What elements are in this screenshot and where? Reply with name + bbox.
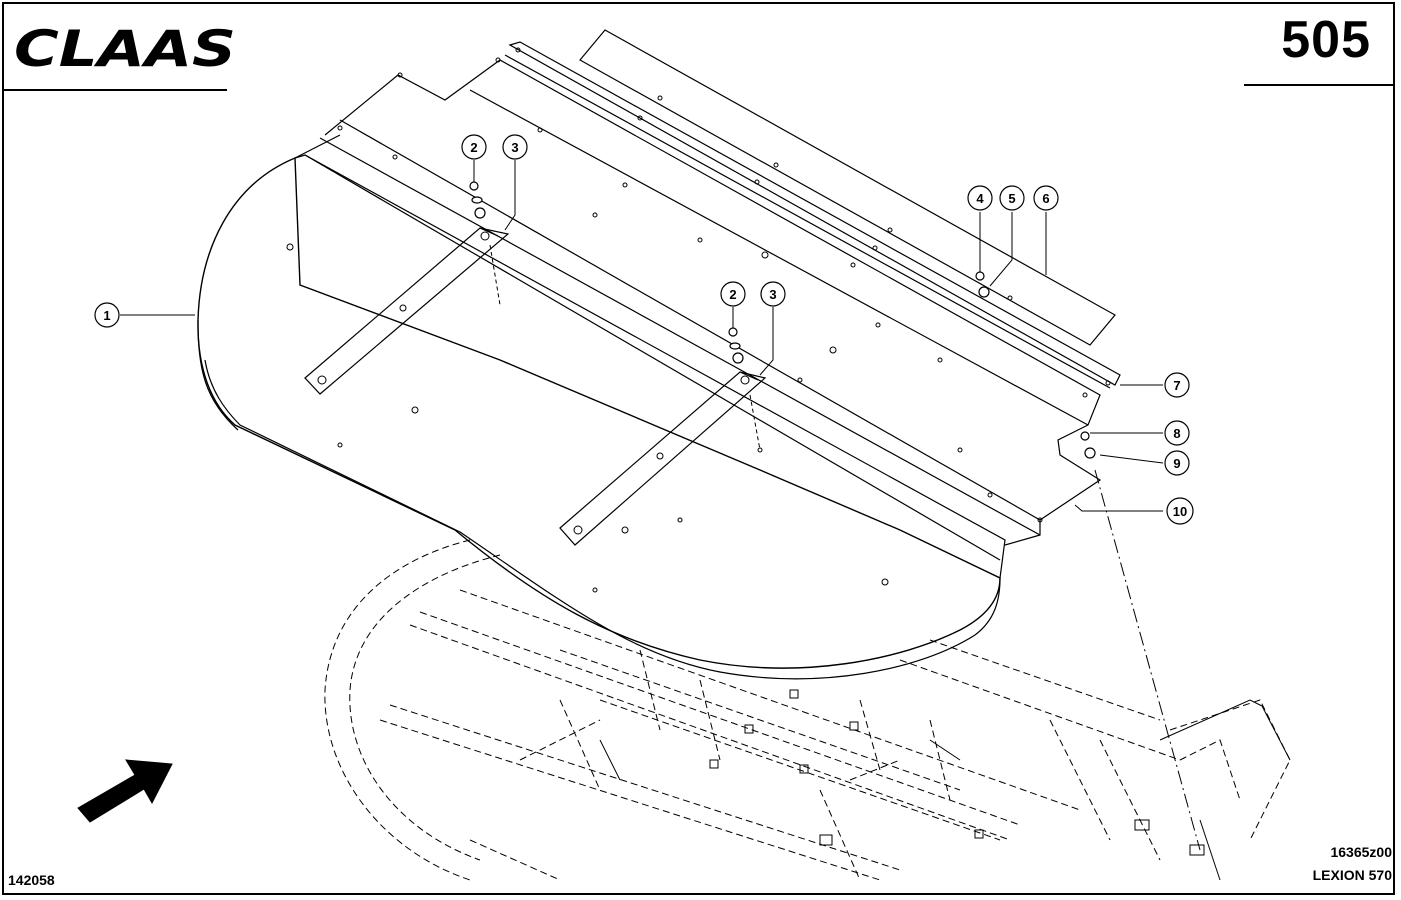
- logo-underline: [4, 89, 227, 91]
- drawing-ref-number: 142058: [8, 872, 55, 888]
- callout-9: 9: [1164, 450, 1190, 476]
- cover-strip: [579, 29, 1116, 346]
- panel-holes: [286, 47, 1111, 593]
- rail: [504, 41, 1121, 389]
- chassis-frame-dashed: [324, 539, 1291, 881]
- mounting-guide-line: [1094, 469, 1201, 851]
- page-number-underline: [1244, 84, 1394, 86]
- svg-text:10: 10: [1173, 504, 1187, 519]
- bolt-guide-right: [749, 394, 761, 451]
- callout-1: 1: [94, 302, 120, 328]
- fasteners: [469, 181, 1096, 459]
- strap-left: [304, 227, 510, 395]
- machine-model: LEXION 570: [1312, 867, 1392, 883]
- svg-text:1: 1: [103, 308, 110, 323]
- chassis-frame-solid: [599, 689, 1291, 881]
- callout-4: 4: [967, 185, 993, 211]
- callout-3-right: 3: [760, 281, 786, 307]
- svg-text:9: 9: [1173, 456, 1180, 471]
- svg-text:6: 6: [1042, 191, 1049, 206]
- floor-panel: [197, 59, 1102, 680]
- callout-6: 6: [1033, 185, 1059, 211]
- svg-text:3: 3: [769, 287, 776, 302]
- callout-2-left: 2: [461, 134, 487, 160]
- svg-text:2: 2: [729, 287, 736, 302]
- svg-text:3: 3: [511, 140, 518, 155]
- figure-ref-number: 16365z00: [1330, 844, 1392, 860]
- callout-2-right: 2: [720, 281, 746, 307]
- brand-wordmark: CLAAS: [14, 22, 236, 74]
- svg-text:4: 4: [976, 191, 984, 206]
- callout-8: 8: [1164, 420, 1190, 446]
- callout-10: 10: [1166, 497, 1194, 525]
- claas-logo: CLAAS: [14, 22, 236, 74]
- bolt-guide-left: [489, 244, 501, 306]
- callout-3-left: 3: [502, 134, 528, 160]
- svg-text:8: 8: [1173, 426, 1180, 441]
- callout-7: 7: [1164, 372, 1190, 398]
- arrow-up-right-icon: [77, 759, 173, 823]
- page-number: 505: [1281, 11, 1371, 69]
- callout-5: 5: [999, 185, 1025, 211]
- strap-right: [559, 371, 767, 546]
- svg-text:2: 2: [470, 140, 477, 155]
- callout-group: 1 2 3 2 3 4 5 6 7 8 9 10: [94, 134, 1194, 525]
- svg-text:7: 7: [1173, 378, 1180, 393]
- svg-text:5: 5: [1008, 191, 1015, 206]
- leader-lines: [120, 160, 1164, 512]
